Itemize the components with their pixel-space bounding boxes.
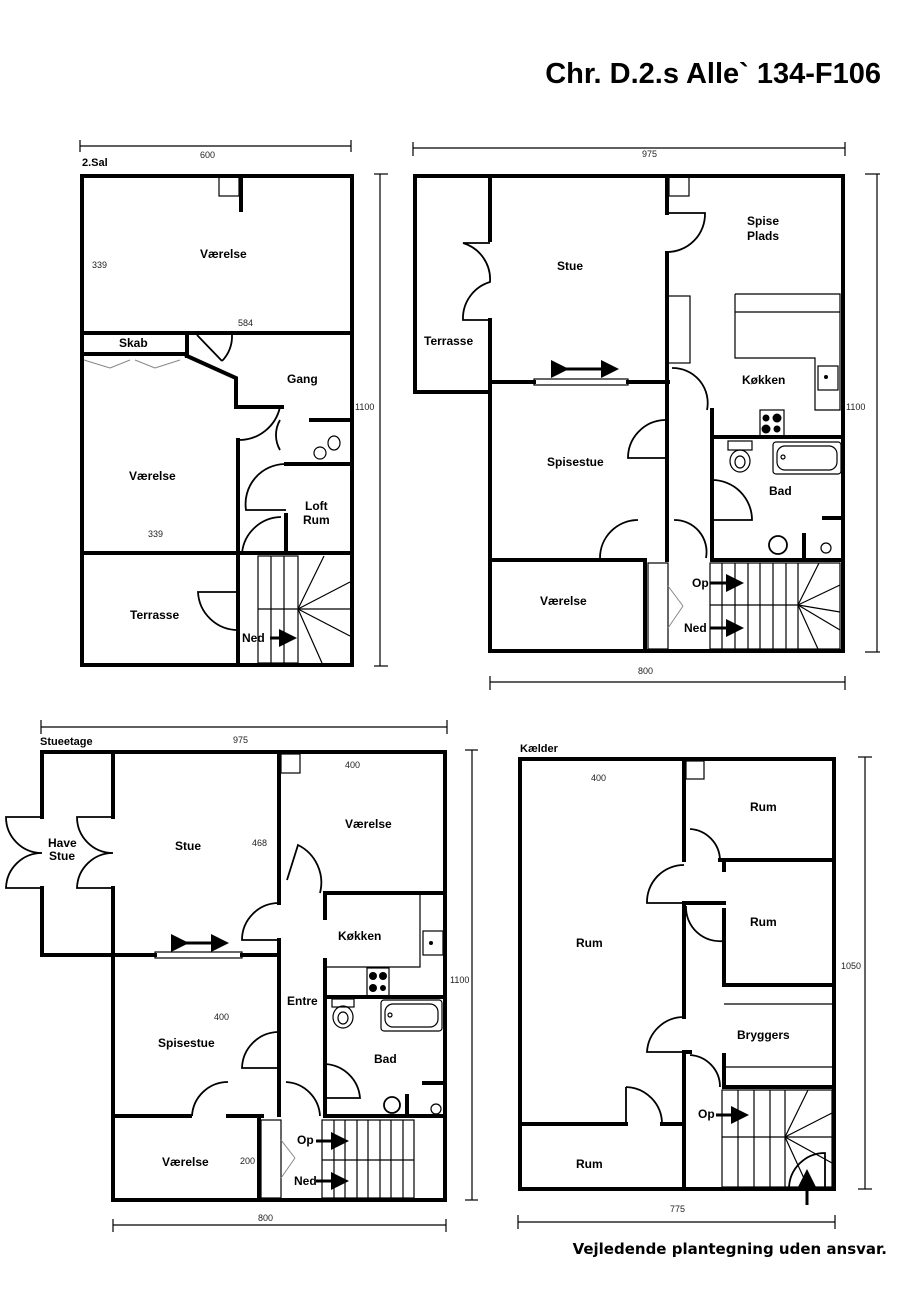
room-spise-plads: Plads [747, 229, 779, 243]
room-vaerelse-1: Værelse [200, 247, 247, 261]
room-koekken: Køkken [742, 373, 785, 387]
dim-height: 1100 [450, 975, 469, 985]
room-vaerelse-2: Værelse [162, 1155, 209, 1169]
room-entre: Entre [287, 994, 318, 1008]
staircase [647, 562, 841, 650]
dim-width: 775 [670, 1204, 685, 1214]
room-rum-big: Rum [576, 936, 603, 950]
dim-width: 975 [233, 735, 248, 745]
dim-height: 1050 [841, 961, 861, 971]
room-stue: Stue [175, 839, 201, 853]
dim-label: 584 [238, 318, 253, 328]
room-spisestue: Spisestue [547, 455, 604, 469]
dim-label: 468 [252, 838, 267, 848]
dim-width: 975 [642, 149, 657, 159]
bathroom-fixtures [727, 440, 843, 560]
room-terrasse: Terrasse [424, 334, 473, 348]
floor-kaelder: Kælder 1050 775 [517, 743, 872, 1229]
room-have: Have [48, 836, 77, 850]
bathroom-fixtures [331, 998, 445, 1116]
stairs-ned: Ned [242, 631, 265, 645]
kitchen-counter [327, 895, 444, 997]
page-title: Chr. D.2.s Alle` 134-F106 [545, 58, 881, 90]
disclaimer: Vejledende plantegning uden ansvar. [572, 1240, 887, 1258]
floor-label: Kælder [520, 743, 559, 755]
floor-1-sal: 975 1100 800 [412, 142, 880, 690]
room-rum-bottom: Rum [576, 1157, 603, 1171]
room-rum-1: Rum [750, 800, 777, 814]
floor-stueetage: 975 Stueetage 1100 800 [5, 720, 478, 1232]
room-skab: Skab [119, 336, 148, 350]
stairs-ned: Ned [294, 1174, 317, 1188]
room-koekken: Køkken [338, 929, 381, 943]
dim-label: 400 [214, 1012, 229, 1022]
room-loft: Loft [305, 499, 328, 513]
room-bad: Bad [769, 484, 792, 498]
room-vaerelse: Værelse [540, 594, 587, 608]
floor-2-sal: 600 2.Sal 1100 [79, 140, 388, 667]
kitchen-counter [667, 293, 841, 438]
dim-width: 800 [638, 666, 653, 676]
dim-label: 400 [345, 760, 360, 770]
room-bad: Bad [374, 1052, 397, 1066]
staircase [721, 1089, 833, 1190]
room-vaerelse-1: Værelse [345, 817, 392, 831]
room-stue: Stue [557, 259, 583, 273]
stairs-op: Op [692, 576, 709, 590]
room-loft-rum: Rum [303, 513, 330, 527]
dim-height: 1100 [846, 402, 865, 412]
floor-label: Stueetage [40, 736, 93, 748]
room-vaerelse-2: Værelse [129, 469, 176, 483]
room-have-stue: Stue [49, 849, 75, 863]
stairs-op: Op [698, 1107, 715, 1121]
dim-width: 800 [258, 1213, 273, 1223]
room-spise: Spise [747, 214, 779, 228]
dim-label: 339 [92, 260, 107, 270]
room-spisestue: Spisestue [158, 1036, 215, 1050]
room-rum-2: Rum [750, 915, 777, 929]
dim-width: 600 [200, 150, 215, 160]
dim-height: 1100 [355, 402, 374, 412]
staircase [260, 1119, 415, 1199]
room-terrasse: Terrasse [130, 608, 179, 622]
stairs-ned: Ned [684, 621, 707, 635]
floor-label: 2.Sal [82, 157, 108, 169]
dim-label: 400 [591, 773, 606, 783]
dim-label: 200 [240, 1156, 255, 1166]
stairs-op: Op [297, 1133, 314, 1147]
staircase [257, 555, 351, 664]
room-gang: Gang [287, 372, 318, 386]
room-bryggers: Bryggers [737, 1028, 790, 1042]
dim-label: 339 [148, 529, 163, 539]
